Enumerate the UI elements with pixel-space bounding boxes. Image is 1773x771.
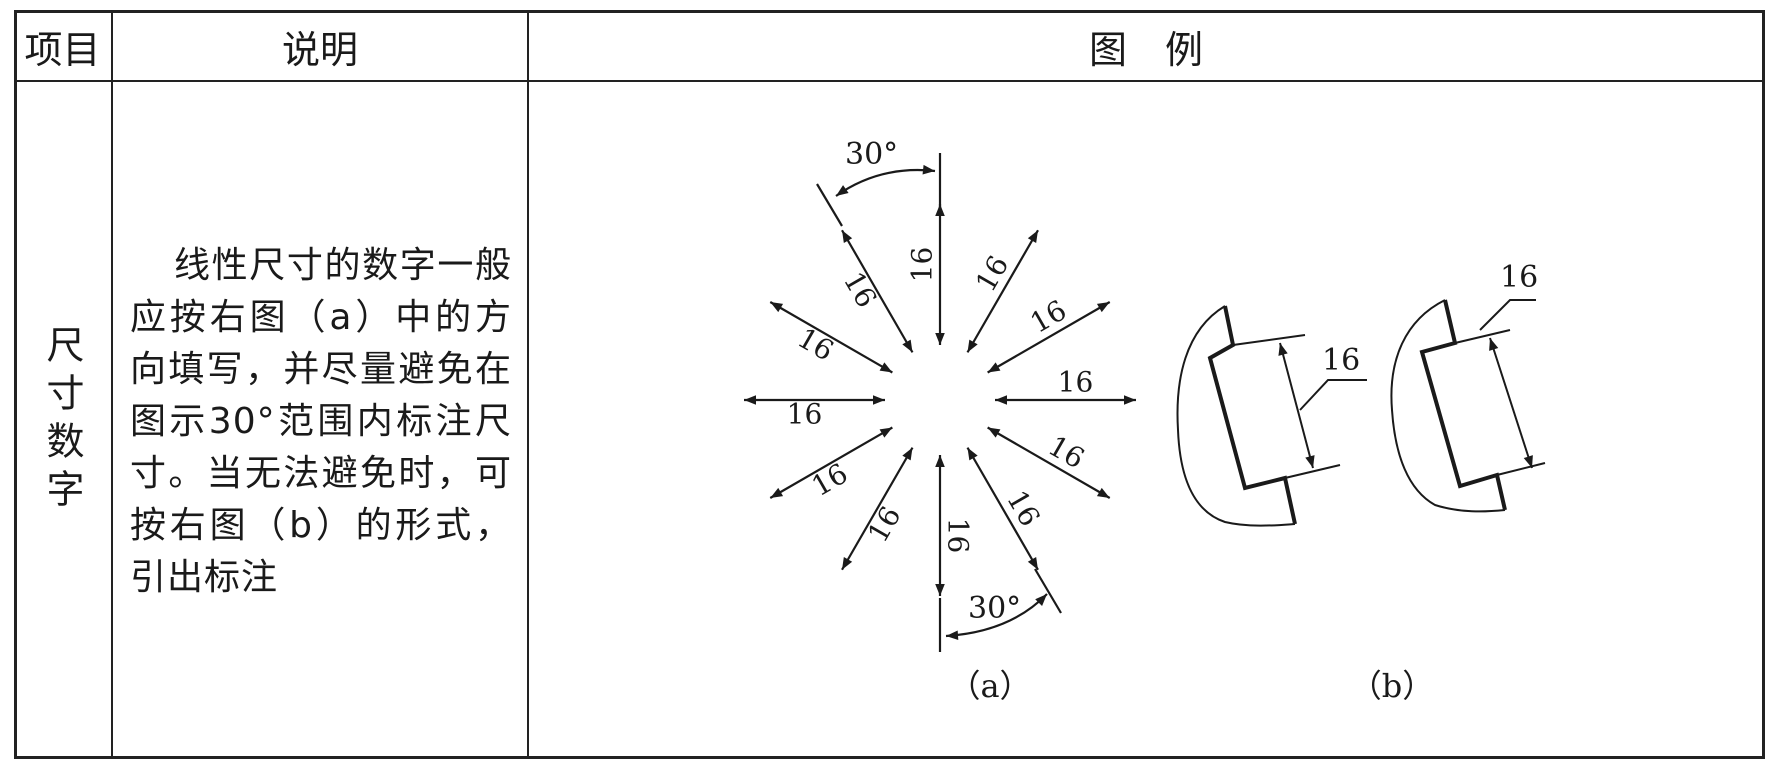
- header-divider: [14, 80, 1765, 82]
- radial-dimension-label: 16: [837, 266, 883, 313]
- radial-dimension-label: 16: [792, 321, 839, 367]
- radial-dimension-line: [987, 301, 1111, 374]
- radial-dimension-label: 16: [806, 457, 853, 503]
- column-divider: [527, 10, 529, 759]
- radial-dimension-line: [841, 229, 914, 353]
- item-text: 尺寸数字: [40, 324, 84, 517]
- radial-dimension-label: 16: [1000, 485, 1046, 532]
- angle-label-bottom: 30°: [968, 591, 1021, 626]
- dimension-label-b1: 16: [1322, 343, 1360, 378]
- radial-dimension-line: [987, 426, 1111, 499]
- caption-b: （b）: [1350, 667, 1435, 705]
- radial-dimension-line: [966, 447, 1039, 571]
- table-frame: [14, 10, 1765, 759]
- radial-dimension-label: 16: [861, 501, 907, 548]
- dimension-label-b2: 16: [1500, 260, 1538, 295]
- angle-label-top: 30°: [845, 137, 898, 172]
- header-description: 说明: [281, 27, 358, 72]
- part-b-right: [1390, 299, 1546, 513]
- radial-dimension-label: 16: [906, 247, 939, 283]
- radial-dimension-line: [769, 426, 893, 499]
- radial-dimension-label: 16: [1058, 366, 1094, 399]
- radial-dimension-label: 16: [969, 250, 1015, 297]
- radial-dimension-label: 16: [1025, 293, 1072, 339]
- radial-dimension-label: 16: [942, 518, 975, 554]
- radial-dimension-line: [966, 229, 1039, 353]
- angle-indicator-bottom: [938, 568, 1062, 652]
- header-example: 图 例: [1088, 27, 1203, 72]
- angle-indicator-top: [816, 153, 942, 227]
- item-cell: 尺寸数字: [14, 82, 111, 759]
- radial-dimension-line: [841, 447, 914, 571]
- radial-dimension-label: 16: [787, 398, 823, 431]
- radial-dimension-diagram: [744, 204, 1136, 596]
- radial-dimension-line: [769, 301, 893, 374]
- part-b-left: [1176, 305, 1367, 527]
- header-item: 项目: [24, 27, 101, 72]
- column-divider: [111, 10, 113, 759]
- caption-a: （a）: [948, 667, 1031, 705]
- radial-dimension-label: 16: [1043, 429, 1090, 475]
- description-text: 线性尺寸的数字一般应按右图（a）中的方向填写，并尽量避免在图示30°范围内标注尺…: [130, 245, 512, 598]
